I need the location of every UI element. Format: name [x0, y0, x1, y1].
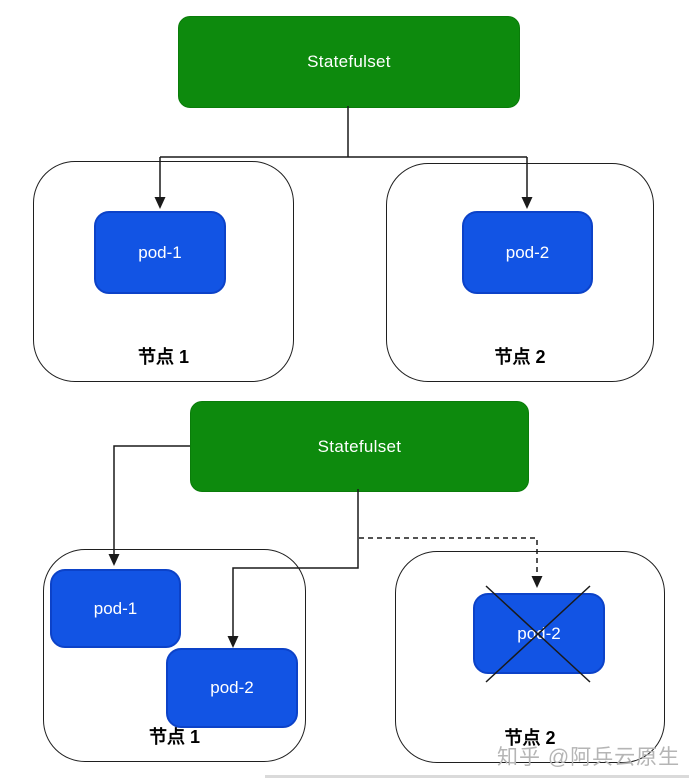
- pod-label: pod-1: [138, 242, 182, 262]
- statefulset-label: Statefulset: [317, 436, 402, 456]
- bottom-divider: [265, 775, 689, 778]
- edge-top-trunk: [160, 106, 527, 158]
- node-label-bottom-1: 节点 1: [148, 727, 200, 747]
- statefulset-box-top: Statefulset: [178, 16, 520, 108]
- edge-bottom-to-pod1: [113, 445, 190, 554]
- node-box-top-1: pod-1 节点 1: [33, 161, 294, 382]
- pod-box-top-1: pod-1: [94, 211, 226, 294]
- statefulset-label: Statefulset: [307, 52, 391, 71]
- node-box-bottom-1: pod-1 pod-2 节点 1: [43, 549, 306, 762]
- pod-label: pod-2: [517, 623, 561, 643]
- node-label-top-2: 节点 2: [494, 347, 546, 367]
- pod-box-bottom-pod1: pod-1: [50, 569, 181, 648]
- node-label-top-1: 节点 1: [137, 347, 189, 367]
- pod-box-bottom-pod2-failed: pod-2: [473, 593, 605, 674]
- pod-box-bottom-pod2-rescheduled: pod-2: [166, 648, 298, 728]
- pod-label: pod-2: [505, 242, 550, 262]
- pod-label: pod-1: [93, 598, 138, 618]
- pod-box-top-2: pod-2: [462, 211, 593, 294]
- pod-label: pod-2: [210, 678, 254, 697]
- node-label-bottom-2: 节点 2: [504, 728, 556, 748]
- zhihu-watermark: 知乎 @阿兵云原生: [497, 746, 681, 769]
- node-box-bottom-2: pod-2 节点 2: [395, 551, 665, 763]
- node-box-top-2: pod-2 节点 2: [386, 163, 654, 382]
- statefulset-box-bottom: Statefulset: [190, 401, 529, 492]
